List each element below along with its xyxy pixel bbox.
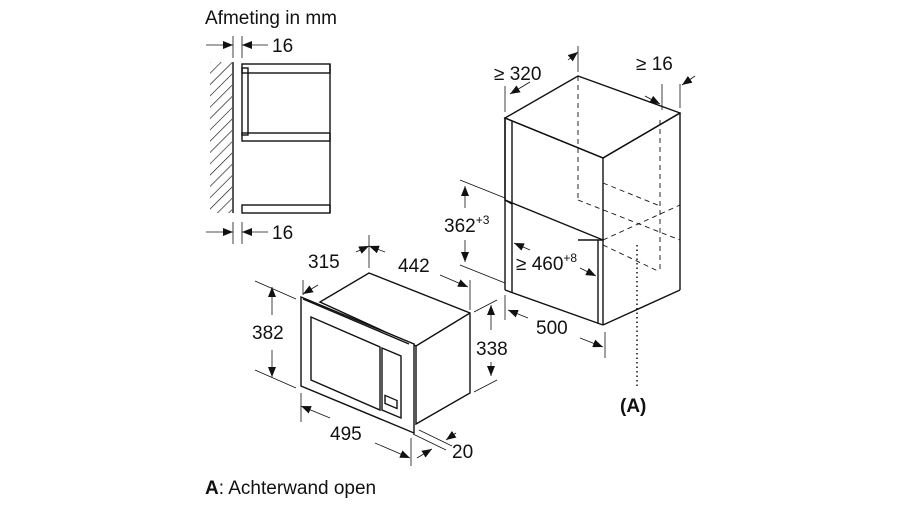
dim-depth: 315 bbox=[308, 252, 340, 273]
appliance-drawing: 315 442 382 338 495 20 bbox=[252, 235, 508, 466]
dim-cabinet-depth-min: ≥ 320 bbox=[494, 64, 541, 85]
legend: A: Achterwand open bbox=[205, 478, 376, 499]
side-bottom-gap: 16 bbox=[272, 223, 293, 244]
dim-width-top: 442 bbox=[398, 256, 430, 277]
side-top-gap: 16 bbox=[272, 36, 293, 57]
marker-a: (A) bbox=[620, 396, 646, 417]
cabinet-drawing: ≥ 320 ≥ 16 362+3 ≥ 460+8 500 (A) bbox=[444, 46, 696, 417]
dim-niche-width: ≥ 460+8 bbox=[516, 251, 577, 275]
wall-hatch bbox=[210, 62, 232, 213]
dim-frame-depth: 20 bbox=[452, 442, 473, 463]
side-view: 16 16 bbox=[206, 36, 331, 244]
dim-height-body: 338 bbox=[476, 339, 508, 360]
dim-cabinet-depth: 500 bbox=[536, 318, 568, 339]
dim-side-min: ≥ 16 bbox=[636, 54, 673, 75]
dim-niche-height: 362+3 bbox=[444, 213, 490, 237]
title: Afmeting in mm bbox=[205, 8, 337, 29]
dim-width-front: 495 bbox=[330, 424, 362, 445]
dim-height-front: 382 bbox=[252, 323, 284, 344]
